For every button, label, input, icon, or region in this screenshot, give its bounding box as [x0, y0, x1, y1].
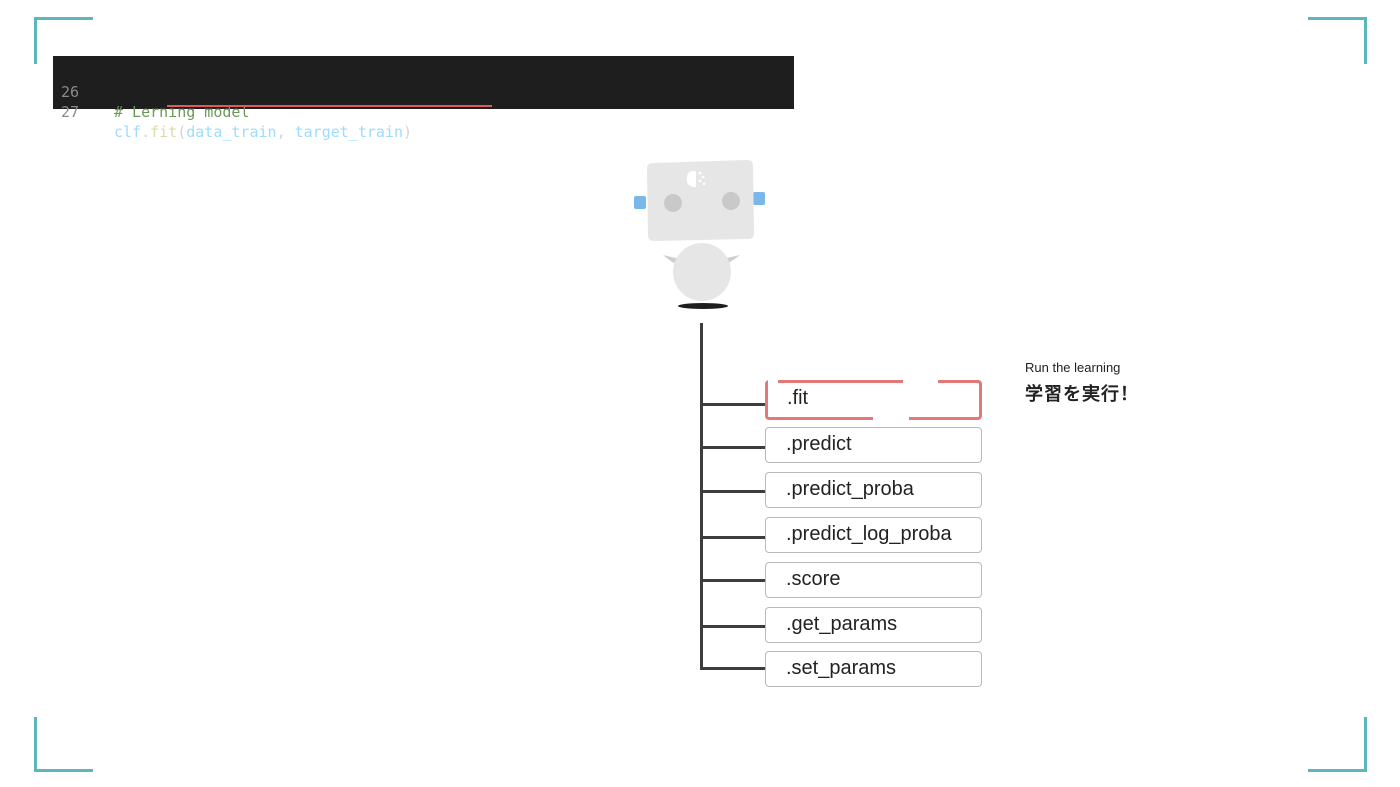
method-box-predict-log-proba: .predict_log_proba: [765, 517, 982, 553]
code-token-comma: ,: [276, 123, 295, 141]
tree-branch-predict-proba: [700, 490, 775, 493]
method-label-set-params: .set_params: [786, 657, 897, 679]
tree-branch-predict-log-proba: [700, 536, 775, 539]
robot-brain-mark: [686, 171, 696, 187]
method-label-predict: .predict: [786, 433, 852, 455]
tree-branch-set-params: [700, 667, 775, 670]
tree-branch-score: [700, 579, 775, 582]
robot-ear-right: [753, 192, 765, 205]
code-token-arg1: data_train: [186, 123, 277, 141]
code-block: 26 # Lerning model 27 clf.fit(data_train…: [53, 56, 794, 141]
robot-icon: [634, 160, 765, 309]
method-box-set-params: .set_params: [765, 651, 982, 687]
robot-body: [673, 243, 731, 301]
method-box-predict: .predict: [765, 427, 982, 463]
corner-bracket-bottom-right: [1308, 717, 1367, 772]
code-comment: # Lerning model: [114, 103, 250, 121]
fit-annotation: Run the learning 学習を実行！: [1025, 359, 1139, 407]
code-line-27: 27 clf.fit(data_train, target_train): [53, 82, 794, 141]
method-box-fit: .fit: [765, 380, 982, 420]
tree-branch-get-params: [700, 625, 775, 628]
line-number: 26: [61, 83, 80, 101]
code-token-function: fit: [150, 123, 178, 141]
code-token-arg2: target_train: [294, 123, 403, 141]
method-label-score: .score: [786, 568, 841, 590]
method-label-fit: .fit: [787, 387, 809, 409]
corner-bracket-top-right: [1308, 17, 1367, 64]
annotation-english: Run the learning: [1025, 360, 1121, 375]
method-box-get-params: .get_params: [765, 607, 982, 643]
method-label-predict-proba: .predict_proba: [786, 478, 914, 500]
robot-eye-right: [722, 192, 740, 210]
robot-ear-left: [634, 196, 646, 209]
robot-shadow: [678, 303, 728, 309]
tree-branch-fit: [700, 403, 775, 406]
annotation-japanese: 学習を実行！: [1025, 384, 1139, 404]
tree-trunk: [700, 323, 703, 670]
method-box-score: .score: [765, 562, 982, 598]
code-line-26: 26 # Lerning model: [53, 62, 794, 121]
method-label-get-params: .get_params: [786, 613, 898, 635]
corner-bracket-top-left: [34, 17, 93, 64]
method-label-predict-log-proba: .predict_log_proba: [786, 523, 952, 545]
method-box-predict-proba: .predict_proba: [765, 472, 982, 508]
code-underline: [167, 105, 492, 107]
code-token-close-paren: ): [403, 123, 413, 141]
code-token-object: clf: [114, 123, 142, 141]
code-token-open-paren: (: [177, 123, 187, 141]
robot-eye-left: [664, 194, 682, 212]
line-number: 27: [61, 103, 80, 121]
corner-bracket-bottom-left: [34, 717, 93, 772]
tree-branch-predict: [700, 446, 775, 449]
code-statement: clf.fit(data_train, target_train): [114, 122, 412, 142]
code-token-dot: .: [141, 123, 151, 141]
robot-head: [647, 160, 754, 241]
